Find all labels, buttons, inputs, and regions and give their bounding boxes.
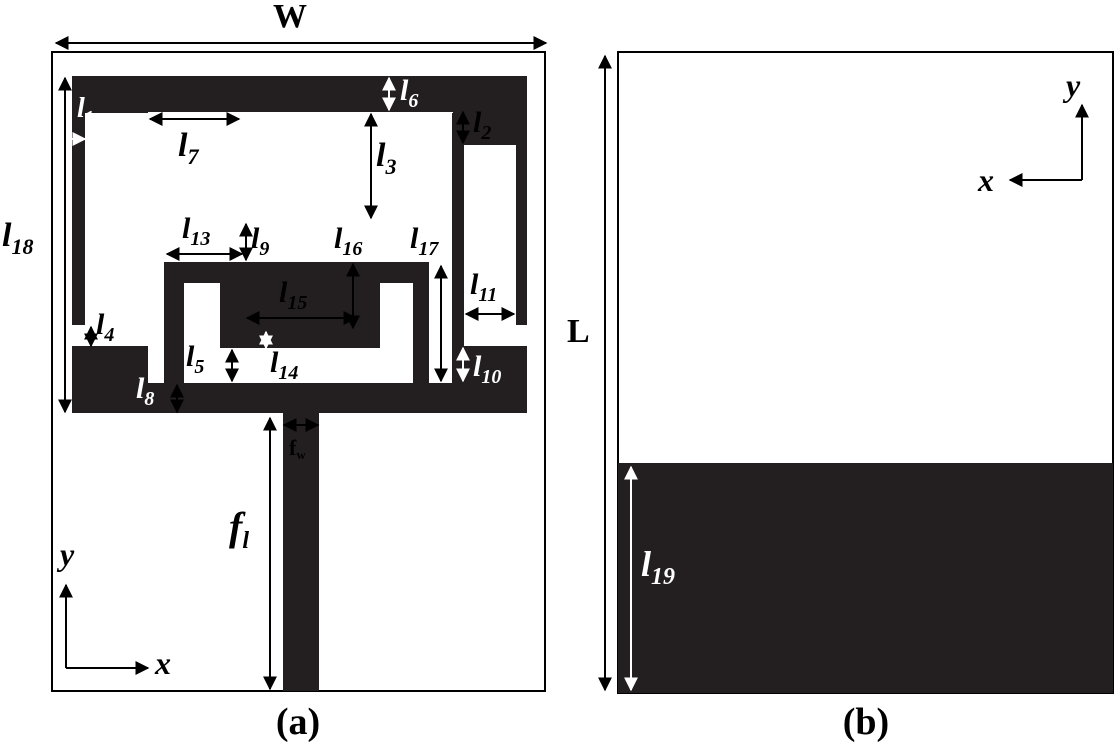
panel-a: W l18 l1 l7 l12 l6 l3 l2 l13 l9 l16: [2, 0, 548, 743]
label-l14: l14: [270, 346, 298, 384]
inner-u-metal: [164, 262, 429, 383]
label-l5: l5: [186, 340, 204, 378]
label-fw: fw: [289, 435, 306, 462]
label-l15: l15: [279, 276, 307, 314]
label-L: L: [567, 313, 590, 350]
label-l18: l18: [2, 217, 33, 259]
label-l11: l11: [470, 268, 497, 306]
label-l12: l12: [279, 152, 307, 190]
slot-left: [85, 145, 137, 325]
axis-b-x-label: x: [977, 162, 994, 198]
label-l1: l1: [77, 93, 94, 127]
caption-b: (b): [843, 701, 889, 743]
slot-left-col: [148, 262, 164, 383]
axis-b-y-label: y: [1062, 67, 1081, 103]
axis-a-x-label: x: [154, 645, 171, 681]
feed-line: [283, 413, 319, 691]
label-l13: l13: [182, 212, 210, 250]
label-l2: l2: [473, 106, 491, 144]
label-l19: l19: [641, 544, 675, 590]
label-l9: l9: [251, 222, 269, 260]
slot-right: [464, 145, 516, 325]
axis-a-y-label: y: [56, 536, 75, 572]
label-l7: l7: [178, 127, 199, 169]
label-l4: l4: [96, 308, 114, 346]
label-l8: l8: [136, 372, 154, 410]
label-l3: l3: [376, 137, 396, 179]
ground-plane: [618, 463, 1113, 693]
label-W: W: [273, 0, 307, 35]
label-l16: l16: [334, 222, 362, 260]
label-fl: fl: [229, 504, 249, 554]
label-l10: l10: [473, 350, 501, 388]
caption-a: (a): [276, 701, 320, 743]
label-l17: l17: [410, 222, 439, 260]
panel-b: L l19 y x (b): [567, 51, 1114, 743]
label-l6: l6: [400, 74, 418, 112]
